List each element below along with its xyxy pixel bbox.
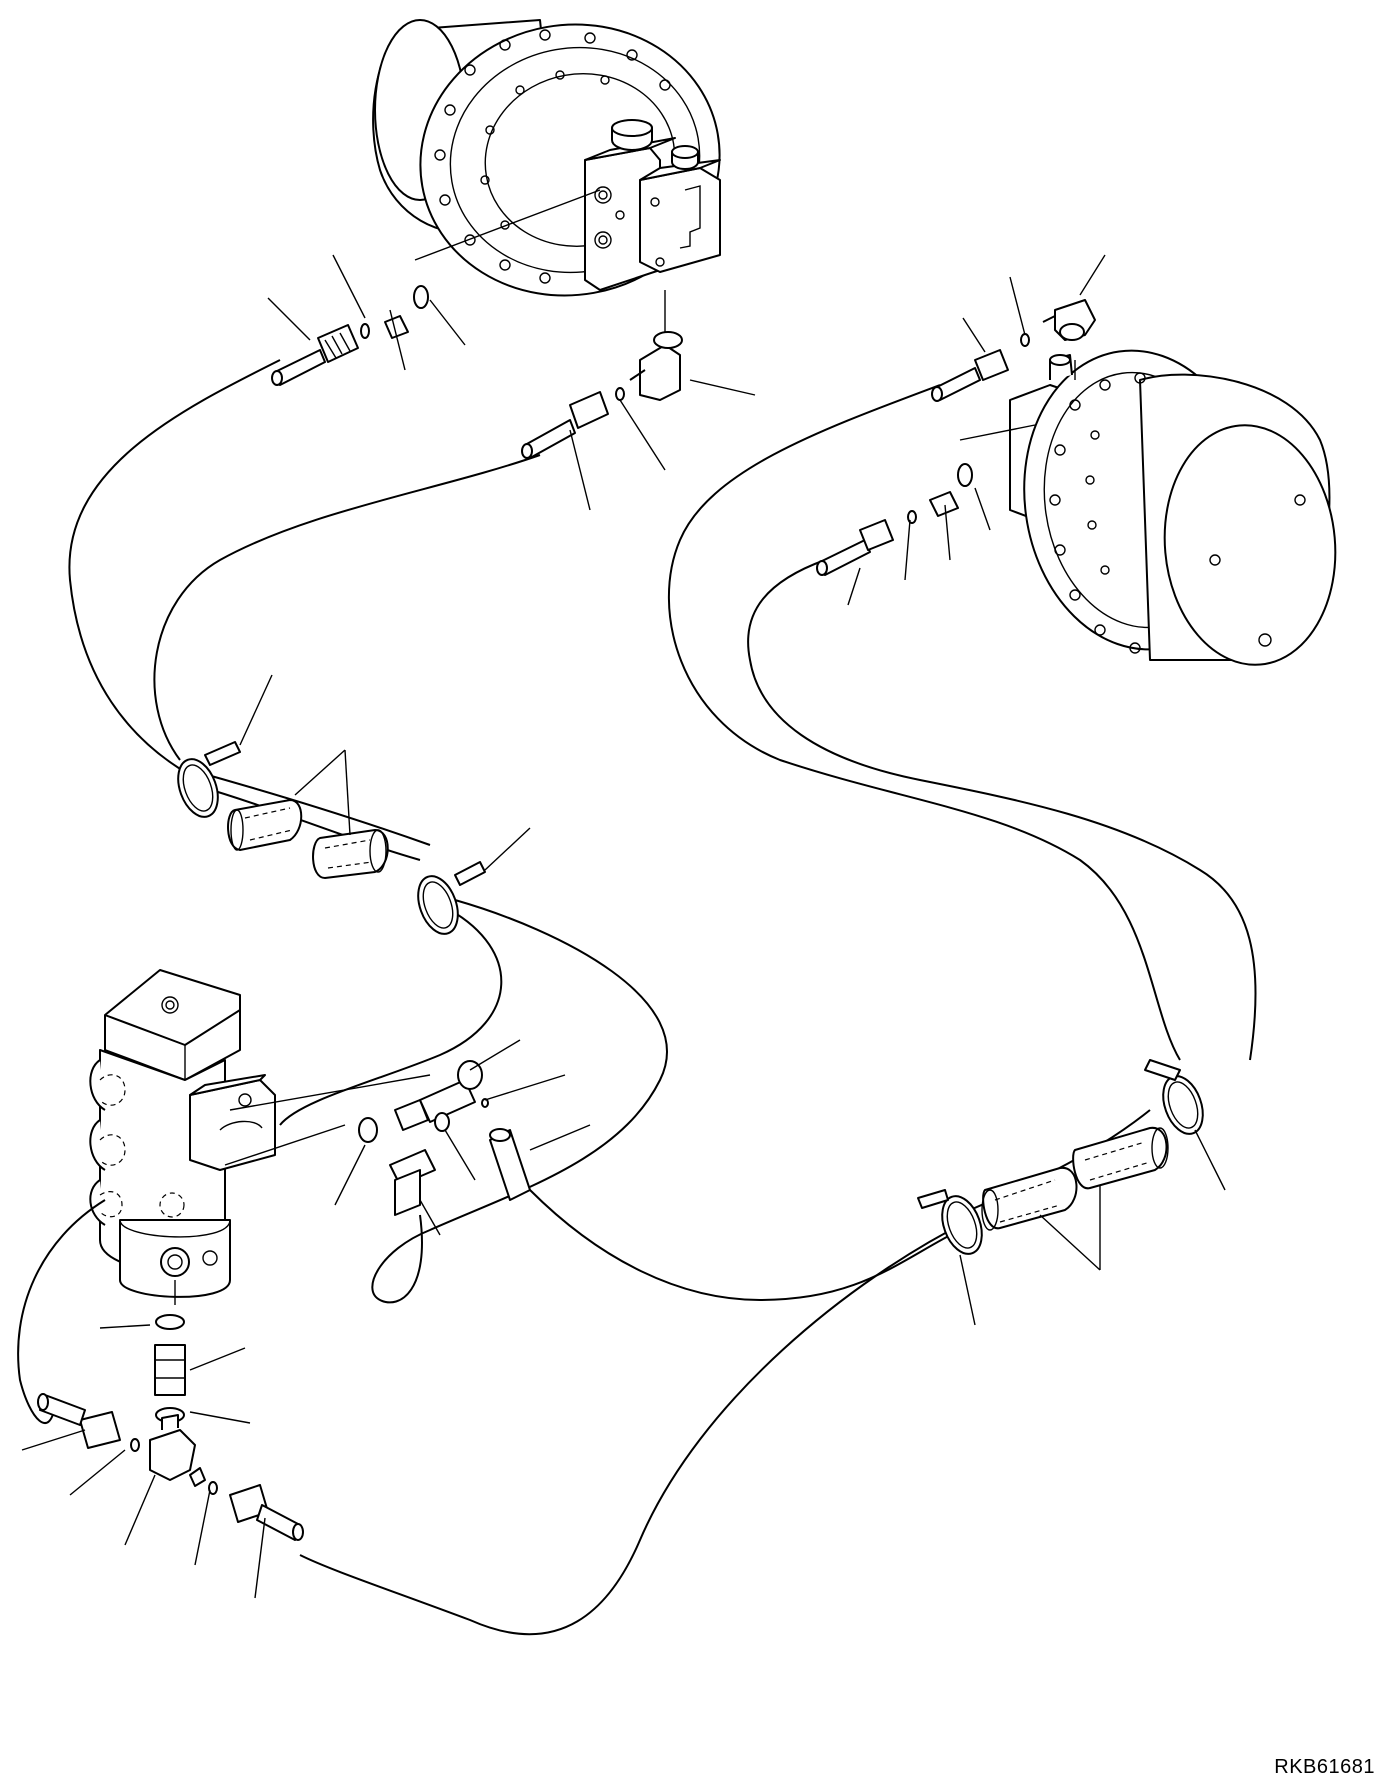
right-clamps-sleeves [917,1059,1204,1255]
travel-motor-right [1009,349,1337,666]
right-motor-fittings [816,299,1096,576]
center-fittings [358,1060,531,1216]
drawing-code: RKB61681 [1274,1756,1375,1778]
travel-motor-left [372,19,721,297]
swivel-fittings [37,1314,304,1541]
hoses [17,189,1257,1636]
left-motor-fittings [271,285,683,459]
leader-lines [21,254,1226,1599]
left-clamps-sleeves [177,741,486,935]
swivel-joint [89,969,276,1298]
